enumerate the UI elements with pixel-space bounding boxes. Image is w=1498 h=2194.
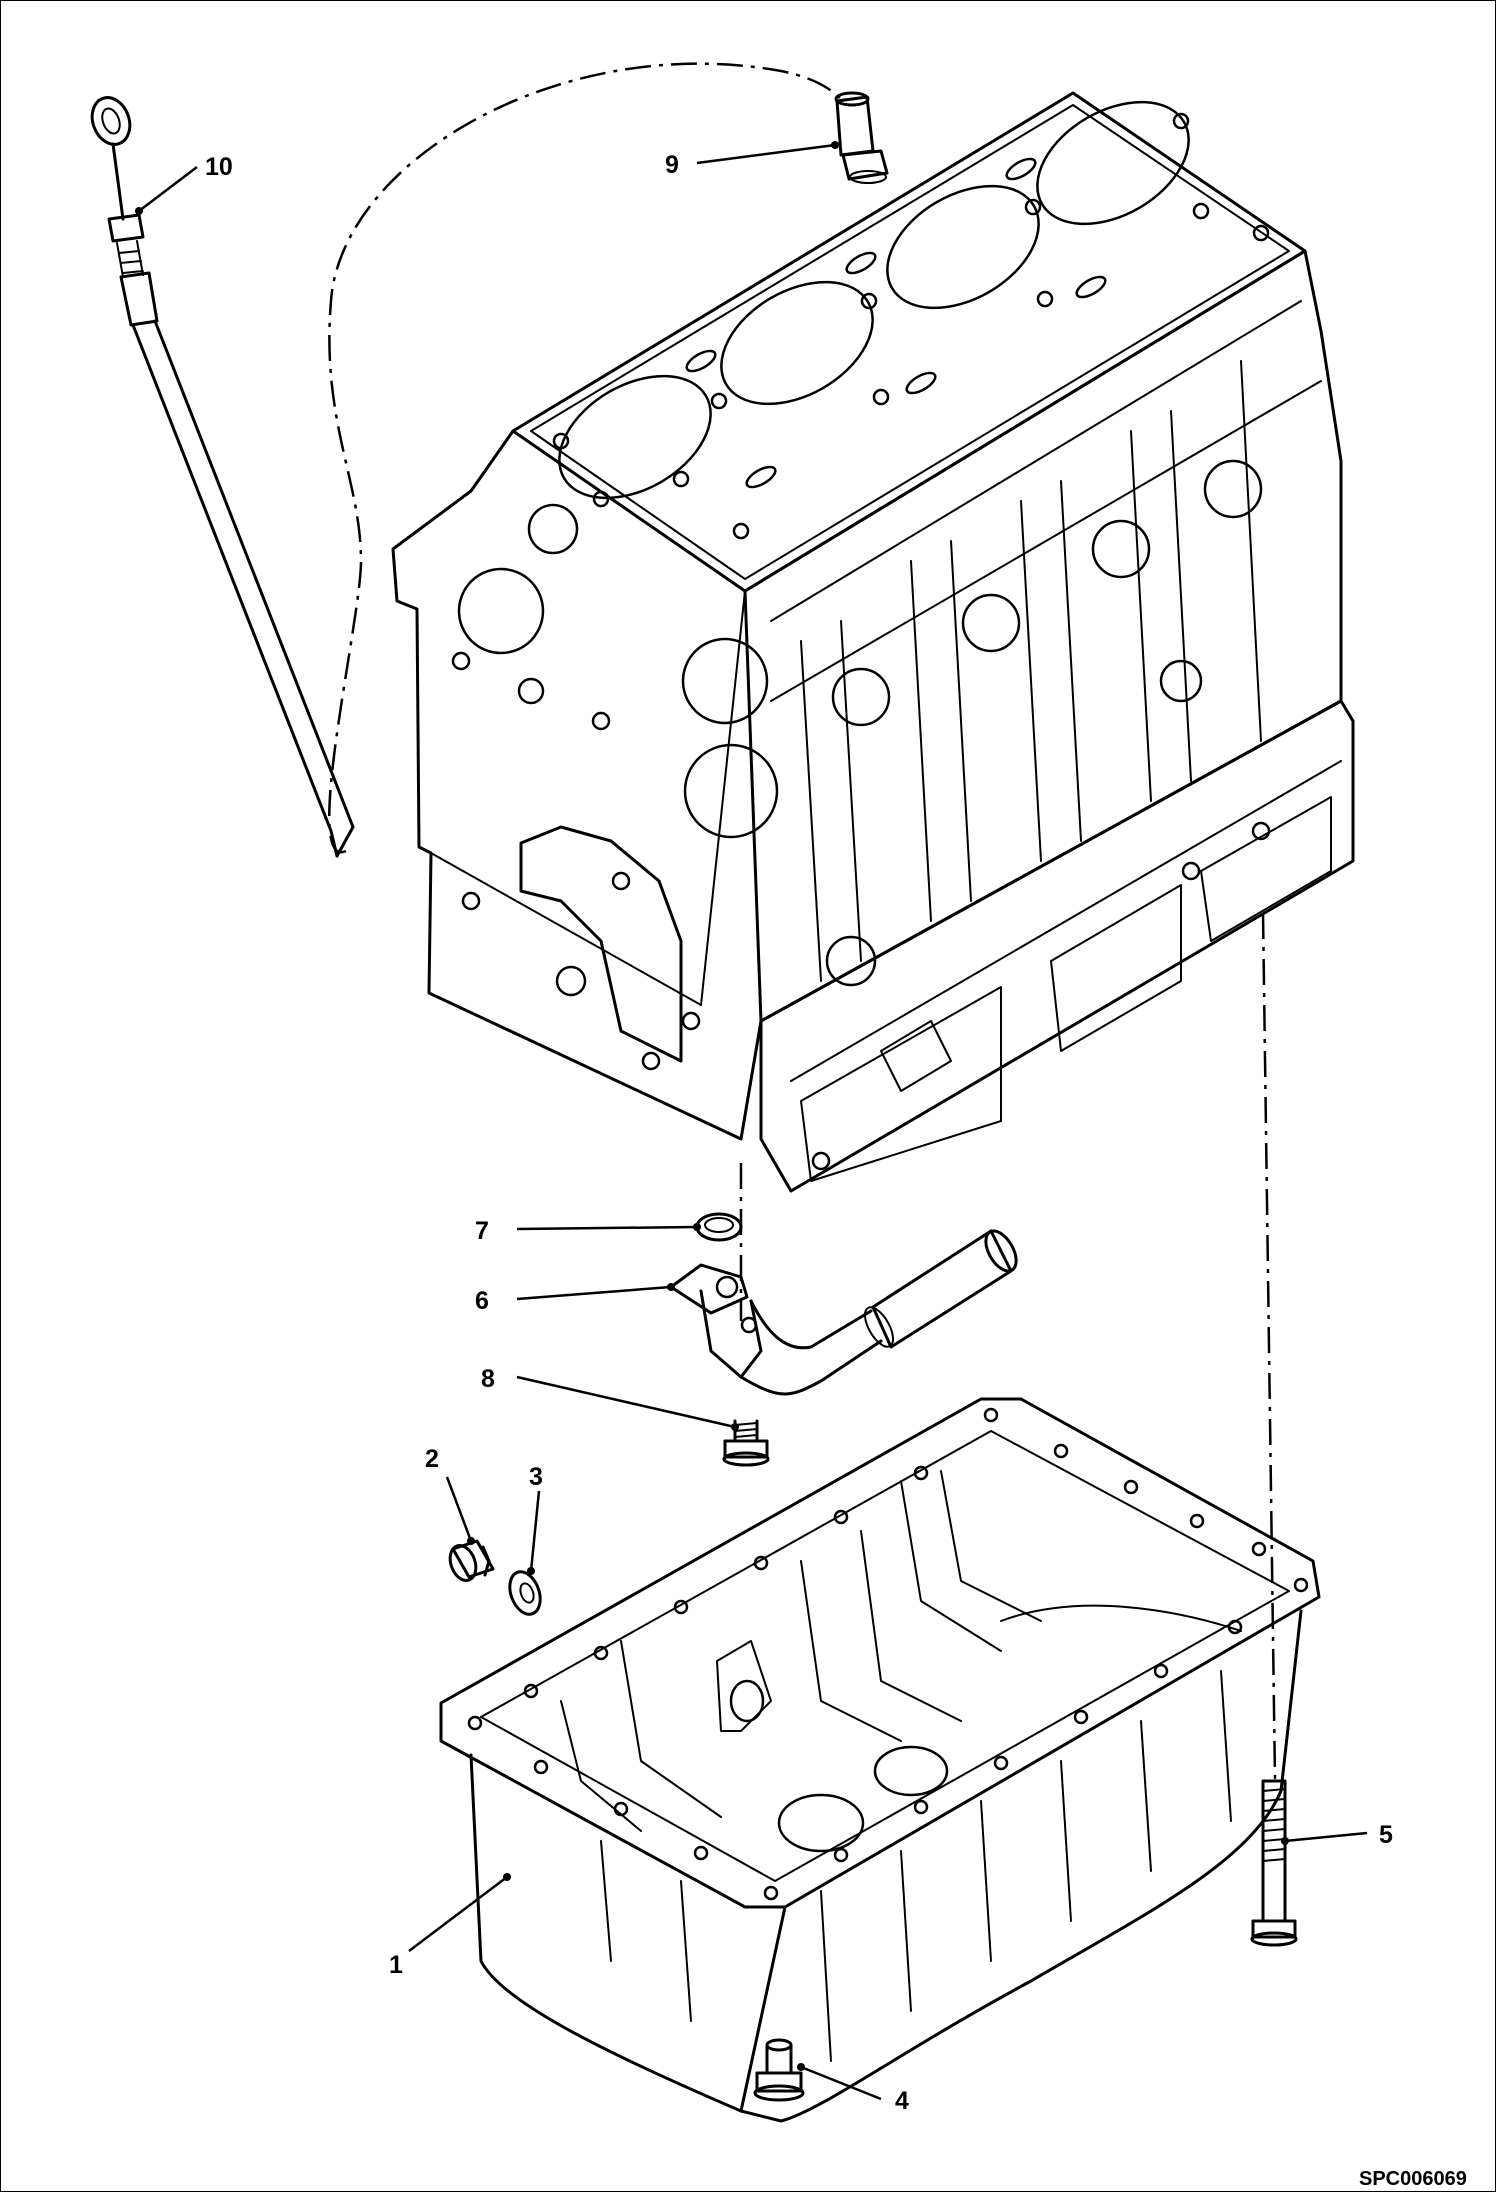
oil-pan: [439, 1397, 1321, 2123]
assembly-line-bolt: [1261, 912, 1277, 1782]
cylinder-block: [391, 91, 1355, 1193]
callout-5: 5: [1379, 1821, 1393, 1849]
callout-10: 10: [205, 153, 233, 181]
drawing-code: SPC006069: [1359, 2168, 1467, 2190]
callout-9: 9: [665, 151, 679, 179]
dipstick-path-line: [328, 62, 848, 854]
oil-strainer: [669, 1229, 1018, 1396]
callout-7: 7: [475, 1217, 489, 1245]
callout-2: 2: [425, 1445, 439, 1473]
callout-4: 4: [895, 2087, 909, 2115]
dipstick: [90, 96, 355, 858]
callout-3: 3: [529, 1463, 543, 1491]
drain-bolt: [753, 2038, 805, 2102]
drain-plug: [448, 1539, 495, 1582]
washer: [508, 1570, 542, 1616]
callout-8: 8: [481, 1365, 495, 1393]
bolt-strainer: [722, 1419, 770, 1467]
callout-1: 1: [389, 1951, 403, 1979]
o-ring: [695, 1212, 743, 1242]
callout-6: 6: [475, 1287, 489, 1315]
leader-lines: [135, 141, 1368, 2101]
dipstick-guide: [834, 91, 889, 184]
pan-bolt: [1250, 1779, 1298, 1947]
